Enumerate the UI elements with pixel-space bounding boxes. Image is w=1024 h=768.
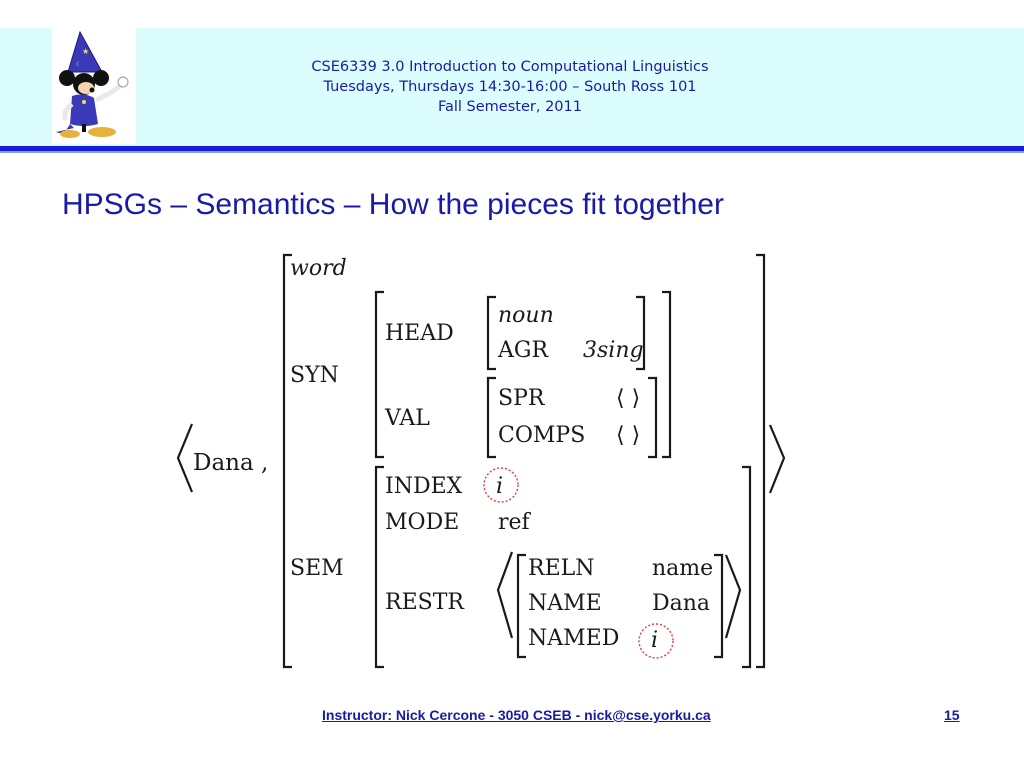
wizard-mouse-logo-icon: ★ ☾ <box>52 28 136 144</box>
course-info: CSE6339 3.0 Introduction to Computationa… <box>190 57 830 117</box>
named-value: i <box>651 628 658 653</box>
restr-label: RESTR <box>385 590 465 615</box>
index-label: INDEX <box>385 474 463 499</box>
syn-right-bracket <box>662 290 672 459</box>
index-highlight-ring <box>483 467 519 503</box>
course-schedule: Tuesdays, Thursdays 14:30-16:00 – South … <box>323 79 697 95</box>
syn-left-bracket <box>374 290 384 459</box>
word-left-bracket <box>282 253 292 669</box>
sem-left-bracket <box>374 465 384 669</box>
restr-left-angle <box>496 551 514 639</box>
val-label: VAL <box>384 406 430 431</box>
word-form: Dana <box>193 450 254 476</box>
agr-value: 3sing <box>583 338 644 363</box>
comps-value: ⟨ ⟩ <box>616 423 640 448</box>
name-label: NAME <box>528 591 602 616</box>
named-highlight-ring <box>638 623 674 659</box>
head-right-bracket <box>636 295 646 371</box>
index-value: i <box>496 474 503 499</box>
restr-left-bracket <box>516 553 526 659</box>
val-left-bracket <box>486 376 496 459</box>
restr-right-bracket <box>714 553 724 659</box>
outer-left-angle <box>176 423 194 493</box>
outer-right-angle <box>768 424 786 494</box>
header-divider <box>0 146 1024 153</box>
avm-diagram: Dana , word SYN HEAD noun AGR 3sing VAL … <box>176 253 786 669</box>
head-left-bracket <box>486 295 496 371</box>
spr-value: ⟨ ⟩ <box>616 386 640 411</box>
restr-right-angle <box>724 554 742 639</box>
course-title: CSE6339 3.0 Introduction to Computationa… <box>311 59 709 75</box>
val-right-bracket <box>648 376 658 459</box>
slide-header <box>0 28 1024 146</box>
svg-text:★: ★ <box>82 47 89 56</box>
agr-label: AGR <box>497 338 549 363</box>
mode-label: MODE <box>385 510 459 535</box>
name-value: Dana <box>652 591 710 616</box>
word-right-bracket <box>756 253 766 669</box>
comps-label: COMPS <box>498 423 585 448</box>
course-semester: Fall Semester, 2011 <box>438 99 582 115</box>
svg-text:☾: ☾ <box>76 61 81 68</box>
word-comma: , <box>261 450 268 476</box>
reln-value: name <box>652 556 713 581</box>
reln-label: RELN <box>528 556 594 581</box>
spr-label: SPR <box>498 386 546 411</box>
sem-right-bracket <box>742 465 752 669</box>
type-word: word <box>290 256 347 281</box>
syn-label: SYN <box>290 363 339 388</box>
slide-title: HPSGs – Semantics – How the pieces fit t… <box>62 188 724 221</box>
sem-label: SEM <box>290 556 344 581</box>
page-number: 15 <box>944 707 960 723</box>
mode-value: ref <box>498 510 532 535</box>
named-label: NAMED <box>528 626 619 651</box>
head-label: HEAD <box>385 321 454 346</box>
head-type: noun <box>498 303 554 328</box>
instructor-contact-link[interactable]: Instructor: Nick Cercone - 3050 CSEB - n… <box>322 707 711 723</box>
